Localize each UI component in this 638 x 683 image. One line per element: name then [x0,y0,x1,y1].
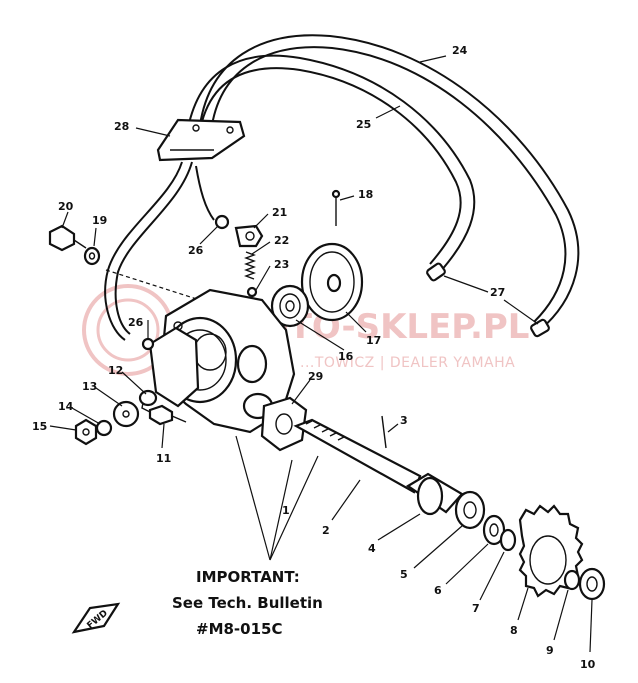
bearing-16 [270,284,310,328]
important-heading: IMPORTANT: [196,568,300,586]
washer-5 [454,490,486,530]
washer-13 [112,400,140,428]
callout-29: 29 [308,370,323,383]
plug-12 [138,389,158,407]
callout-26-lower: 26 [128,316,144,329]
callout-8: 8 [510,624,518,637]
callout-25: 25 [356,118,371,131]
washer-9 [563,569,581,591]
callout-2: 2 [322,524,330,537]
collar-4 [405,472,464,516]
banjo-fitting-21 [234,224,264,248]
washer-6 [482,514,506,546]
callout-9: 9 [546,644,554,657]
callout-27: 27 [490,286,505,299]
callout-14: 14 [58,400,74,413]
callout-1: 1 [282,504,290,517]
oil-line [104,161,215,341]
callout-15: 15 [32,420,47,433]
gasket-29 [260,396,308,452]
banjo-fitting-26-lower [141,337,155,351]
ring-7 [499,528,517,552]
callout-13: 13 [82,380,97,393]
washer-19 [83,246,101,266]
callout-3: 3 [400,414,408,427]
callout-10: 10 [580,658,596,671]
hose-fitting-27b [530,318,550,338]
nut-15 [74,418,98,446]
callout-4: 4 [368,542,376,555]
callout-6: 6 [434,584,442,597]
spring-22 [244,251,256,280]
hose-24 [199,34,580,331]
callout-17: 17 [366,334,381,347]
check-ball-23 [246,286,258,298]
leader-lines [49,55,593,653]
hose-fitting-27a [426,262,446,282]
callout-24: 24 [452,44,468,57]
callout-21: 21 [272,206,287,219]
drive-gear-17 [300,242,364,322]
callout-12: 12 [108,364,123,377]
banjo-fitting-26 [214,214,230,230]
nut-10 [578,567,606,601]
important-note: IMPORTANT: See Tech. Bulletin #M8-015C [172,568,323,638]
important-bulletin-number: #M8-015C [196,620,282,638]
callout-11: 11 [156,452,171,465]
callout-26-upper: 26 [188,244,204,257]
callouts: 24 25 28 20 19 21 26 22 23 18 17 16 27 2… [32,44,596,671]
callout-5: 5 [400,568,408,581]
callout-20: 20 [58,200,74,213]
callout-7: 7 [472,602,480,615]
callout-28: 28 [114,120,129,133]
hose-25 [187,54,476,273]
pin-18 [331,189,341,226]
callout-23: 23 [274,258,289,271]
important-bulletin: See Tech. Bulletin [172,594,323,612]
callout-19: 19 [92,214,107,227]
bolt-11 [148,404,187,426]
shaft-2 [293,418,422,494]
bolt-20 [48,224,87,252]
callout-18: 18 [358,188,373,201]
watermark-tagline: ...TOWICZ | DEALER YAMAHA [300,355,515,371]
hose-bracket-28 [156,118,246,162]
callout-16: 16 [338,350,354,363]
fwd-arrow-icon: FWD [71,602,121,634]
callout-22: 22 [274,234,289,247]
pin-3 [381,415,387,449]
